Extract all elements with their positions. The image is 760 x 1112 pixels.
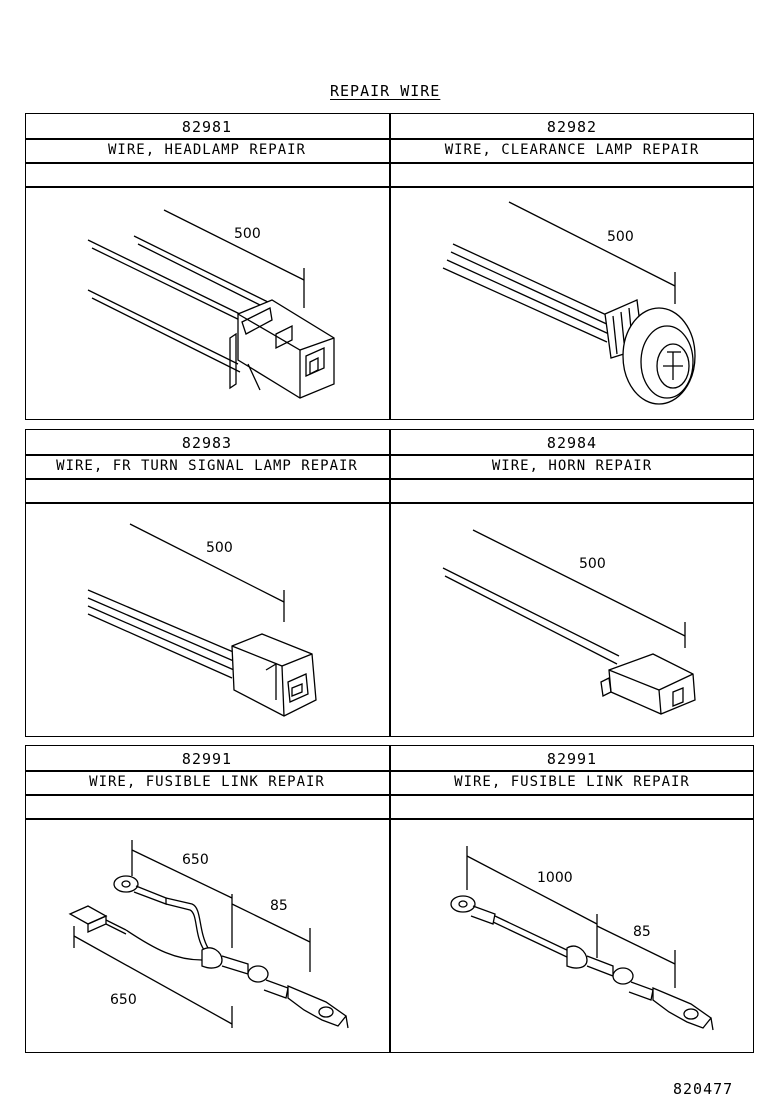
fusible-link-connector-drawing: 650 85 650 xyxy=(68,840,349,1029)
dimension-label: 500 xyxy=(607,229,634,245)
horn-connector-drawing: 500 xyxy=(442,529,696,715)
dimension-label: 500 xyxy=(206,540,233,556)
dimension-label: 650 xyxy=(182,852,209,868)
part-code: 82991 xyxy=(546,750,598,768)
page-title: REPAIR WIRE xyxy=(330,82,441,100)
dimension-label: 85 xyxy=(270,898,288,914)
dimension-label: 500 xyxy=(579,556,606,572)
dimension-label: 1000 xyxy=(537,870,573,886)
drawing-number: 820477 xyxy=(673,1080,734,1098)
turn-signal-connector-drawing: 500 xyxy=(87,523,317,717)
part-name: WIRE, HEADLAMP REPAIR xyxy=(107,142,306,158)
part-name: WIRE, FR TURN SIGNAL LAMP REPAIR xyxy=(56,458,358,474)
dimension-label: 85 xyxy=(633,924,651,940)
part-code: 82981 xyxy=(181,118,233,136)
part-code: 82982 xyxy=(546,118,598,136)
part-code: 82983 xyxy=(181,434,233,452)
part-code: 82984 xyxy=(546,434,598,452)
dimension-label: 500 xyxy=(234,226,261,242)
part-name: WIRE, CLEARANCE LAMP REPAIR xyxy=(444,142,700,158)
headlamp-connector-drawing: 500 xyxy=(87,209,335,399)
fusible-link-drawing: 1000 85 xyxy=(450,846,714,1031)
part-name: WIRE, HORN REPAIR xyxy=(491,458,653,474)
clearance-lamp-connector-drawing: 500 xyxy=(442,201,696,405)
part-code: 82991 xyxy=(181,750,233,768)
part-name: WIRE, FUSIBLE LINK REPAIR xyxy=(454,774,690,790)
dimension-label: 650 xyxy=(110,992,137,1008)
part-name: WIRE, FUSIBLE LINK REPAIR xyxy=(89,774,325,790)
